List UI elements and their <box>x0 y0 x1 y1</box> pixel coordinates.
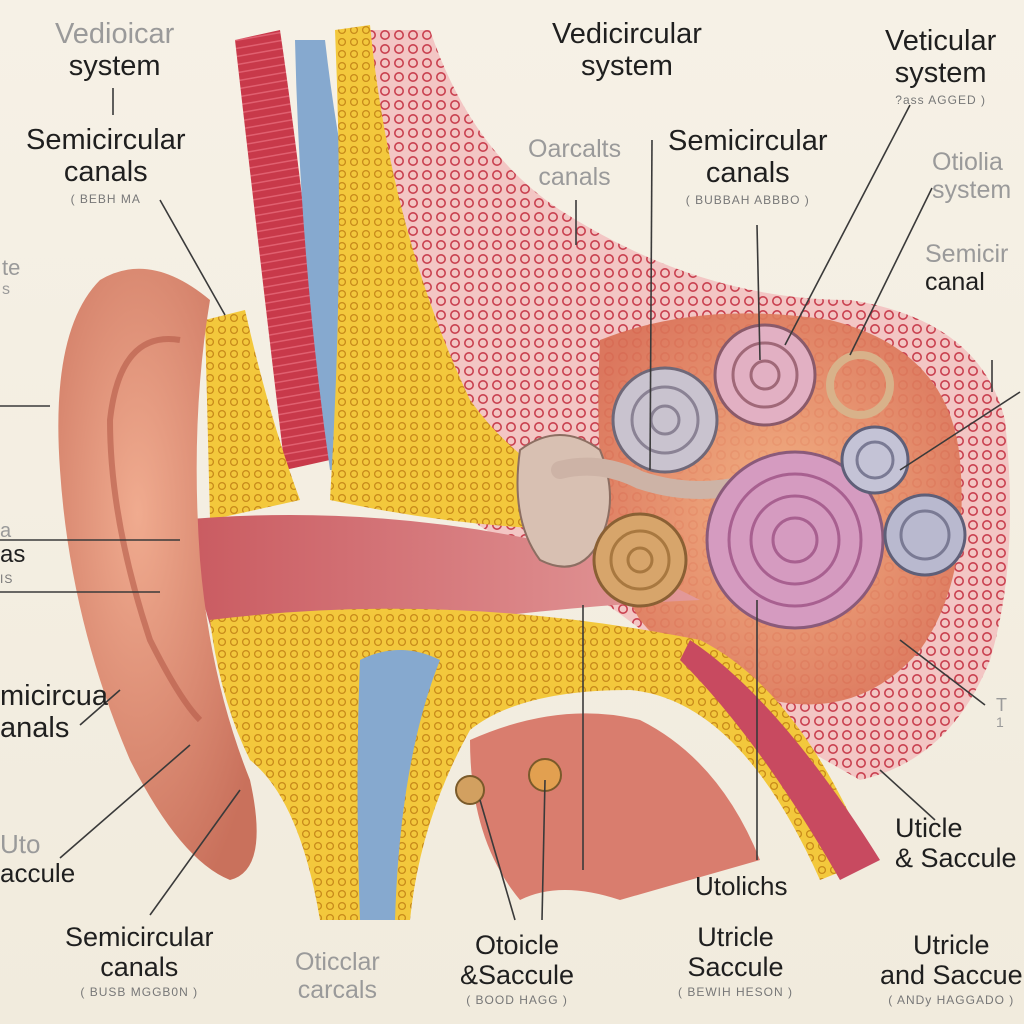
label-bottom-utricle-saccule: Utricle Saccule ( BEWIH HESON ) <box>678 922 794 1000</box>
label-left-semicircular-canals: Semicircular canals ( BEBH MA <box>26 124 186 206</box>
small-loop-right <box>826 351 894 419</box>
pinna-fold <box>106 336 203 723</box>
label-center-semicircular-canals: Semicircular canals ( BUBBAH ABBBO ) <box>668 125 828 207</box>
label-right-fragment-t: T 1 <box>996 695 1007 731</box>
label-center-canals: Oarcalts canals <box>528 135 622 191</box>
label-bottom-otoicle-saccule: Otoicle &Saccule ( BOOD HAGG ) <box>460 930 575 1008</box>
lower-right-band <box>680 640 880 880</box>
small-silver-coil-right <box>883 493 967 577</box>
label-top-right-system: Veticular system ?ass AGGED ) <box>885 25 997 107</box>
label-top-center-system: Vedicircular system <box>552 18 702 83</box>
muscle-band <box>235 30 330 470</box>
label-bottom-right-utricle-saccule: Utricle and Saccue ( ANDy HAGGADO ) <box>880 930 1023 1008</box>
label-left-micircular-canals: micircua anals <box>0 680 108 745</box>
label-right-uticle-saccule: Uticle & Saccule <box>895 813 1017 874</box>
label-left-uto-saccule: Uto accule <box>0 829 76 889</box>
label-left-fragment-as: a as IS <box>0 520 26 587</box>
gold-coil <box>592 512 688 608</box>
leader-lines <box>0 88 1021 921</box>
lower-nerve-band <box>357 650 440 920</box>
label-top-left-system: Vedioicar system <box>55 18 175 83</box>
ossicle-small-left <box>455 775 485 805</box>
cochlea-large-coil <box>705 450 885 630</box>
vestibule-silver-coil <box>611 366 719 474</box>
fat-band-upper <box>330 25 600 530</box>
label-bottom-left-semicircular-canals: Semicircular canals ( BUSB MGGB0N ) <box>65 922 214 1000</box>
label-right-semicircular-canal: Semicir canal <box>925 240 1009 296</box>
semicircular-coil-upper <box>713 323 817 427</box>
label-right-otolith-system: Otiolia system <box>932 148 1012 204</box>
label-left-fragment-te: te s <box>2 255 21 298</box>
label-bottom-oticlar-carcals: Oticclar carcals <box>295 948 380 1004</box>
fat-band-side <box>205 310 300 520</box>
label-bottom-utolichs: Utolichs <box>695 871 788 901</box>
small-silver-coil-mid <box>840 425 910 495</box>
